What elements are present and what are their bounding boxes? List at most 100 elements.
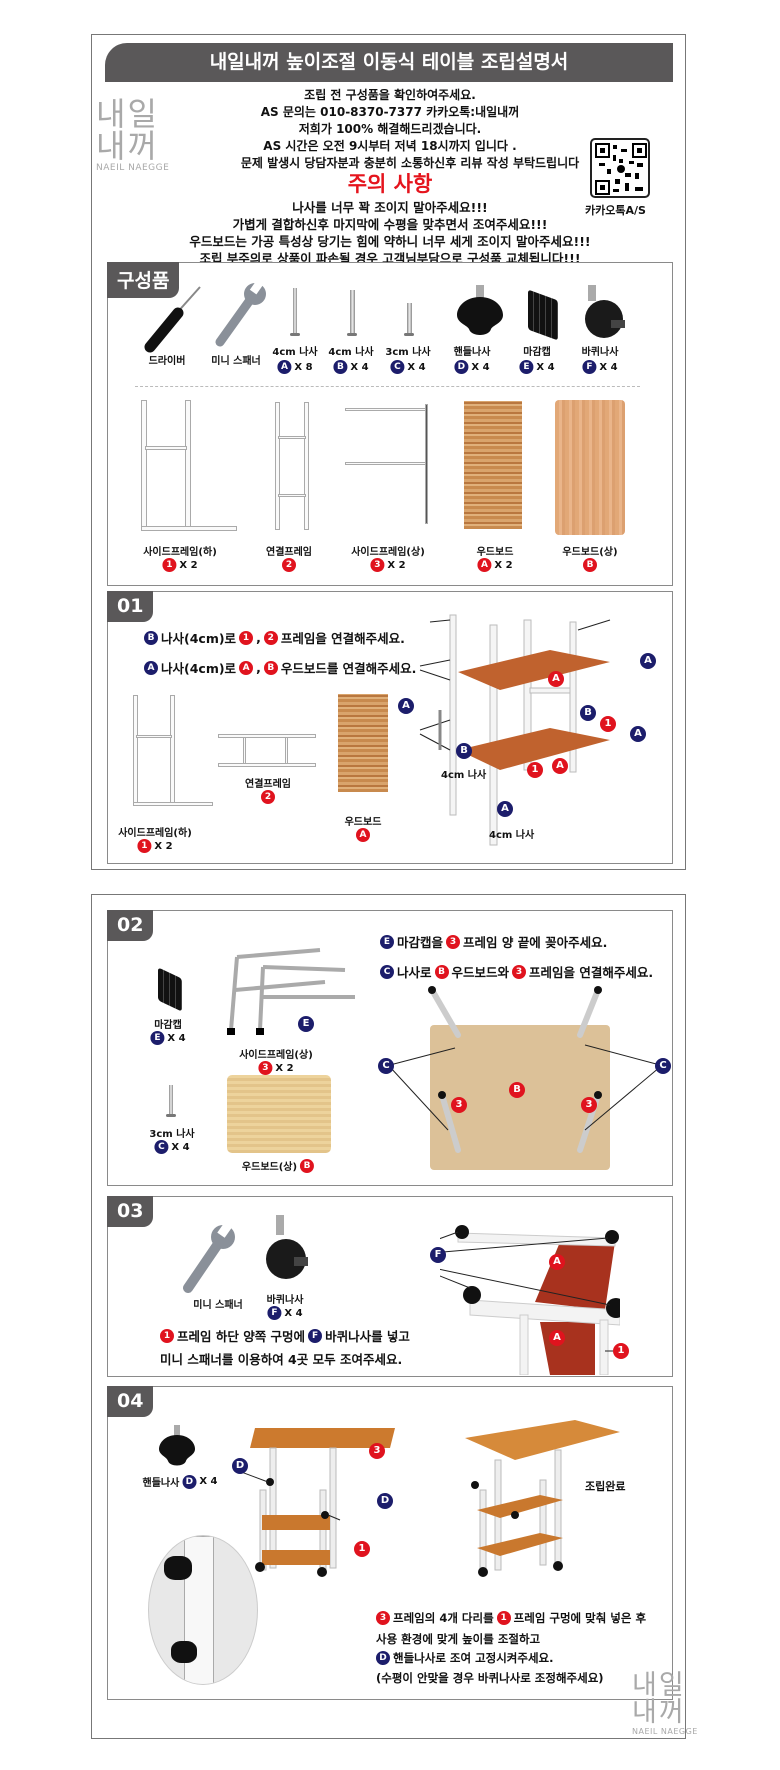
connect-frame-image bbox=[243, 737, 246, 764]
part-label: 연결프레임 bbox=[245, 779, 291, 790]
brand-logo: 내일 내꺼 NAEIL NAEGGE bbox=[96, 98, 169, 173]
badge: A bbox=[239, 660, 254, 675]
page-2-border bbox=[91, 894, 686, 1739]
badge: B bbox=[263, 660, 278, 675]
frame-qty: 2 bbox=[282, 558, 296, 572]
badge: 3 bbox=[370, 558, 385, 572]
badge: D bbox=[454, 360, 469, 374]
connect-frame-image bbox=[278, 494, 306, 497]
step-04-height-adjust-diagram bbox=[240, 1428, 395, 1577]
step-04-instruction: 사용 환경에 맞게 높이를 조절하고 bbox=[376, 1632, 541, 1646]
caution-title: 주의 사항 bbox=[347, 172, 433, 196]
assembled-table-diagram bbox=[465, 1420, 620, 1577]
connect-frame-image bbox=[285, 737, 288, 764]
intro-line: 문제 발생시 당담자분과 충분히 소통하신후 리뷰 작성 부탁드립니다 bbox=[240, 156, 580, 170]
qty: X 2 bbox=[387, 559, 406, 571]
qty: X 4 bbox=[199, 1476, 218, 1487]
badge: E bbox=[519, 360, 534, 374]
qty: X 4 bbox=[350, 361, 369, 373]
step-02-table-diagram bbox=[389, 986, 661, 1170]
caution-line: 나사를 너무 꽉 조이지 말아주세요!!! bbox=[292, 200, 488, 215]
frame-label: 사이드프레임(하) bbox=[143, 547, 217, 558]
callout-a: A bbox=[630, 726, 646, 742]
badge: D bbox=[376, 1651, 390, 1665]
qty: X 2 bbox=[154, 840, 173, 852]
qty: X 4 bbox=[167, 1032, 186, 1044]
badge: B bbox=[333, 360, 348, 374]
callout-a: A bbox=[497, 801, 513, 817]
qty: X 8 bbox=[294, 361, 313, 373]
wood-board-top-image bbox=[555, 400, 625, 535]
part-label: 3cm 나사 bbox=[149, 1129, 195, 1140]
callout-a: A bbox=[549, 1254, 565, 1270]
label: 우드보드(상) bbox=[241, 1162, 298, 1173]
badge: B bbox=[144, 630, 158, 645]
text: , bbox=[256, 630, 261, 645]
connect-frame-image bbox=[304, 402, 309, 530]
caster-wheel-icon bbox=[578, 285, 628, 340]
wood-board-image bbox=[338, 694, 388, 792]
badge: 2 bbox=[282, 558, 296, 572]
step-03-caster-diagram bbox=[440, 1225, 620, 1375]
side-frame-lower-image bbox=[185, 400, 191, 530]
text: 프레임 구멍에 맞춰 넣은 후 bbox=[513, 1611, 647, 1625]
step-04-instruction: (수평이 안맞을 경우 바퀴나사로 조정해주세요) bbox=[376, 1671, 604, 1685]
label: 핸들나사 bbox=[142, 1478, 180, 1489]
callout-c: C bbox=[378, 1058, 394, 1074]
callout-b: B bbox=[456, 743, 472, 759]
callout-1: 1 bbox=[527, 762, 543, 778]
callout-red-a: A bbox=[548, 671, 564, 687]
knob-shape bbox=[457, 285, 503, 335]
qty: X 2 bbox=[494, 559, 513, 571]
knob-shape bbox=[159, 1425, 195, 1466]
badge: E bbox=[380, 934, 394, 949]
badge: C bbox=[154, 1140, 169, 1154]
qty: X 2 bbox=[275, 1062, 294, 1074]
text: 프레임을 연결해주세요. bbox=[280, 631, 405, 646]
badge: 1 bbox=[239, 630, 254, 645]
qty: X 4 bbox=[536, 361, 555, 373]
side-frame-lower-image bbox=[141, 526, 237, 531]
qr-code[interactable] bbox=[590, 138, 650, 198]
step-03-instruction: 미니 스패너를 이용하여 4곳 모두 조여주세요. bbox=[160, 1352, 403, 1367]
screw-a-icon bbox=[290, 288, 300, 336]
badge: 1 bbox=[137, 839, 152, 853]
brand-logo-bottom: 내일 내꺼 NAEIL NAEGGE bbox=[632, 1672, 698, 1736]
frame-qty: B bbox=[583, 558, 597, 572]
text: 나사로 bbox=[397, 965, 432, 980]
side-frame-upper-image bbox=[227, 948, 355, 1035]
text: , bbox=[256, 660, 261, 675]
badge: 3 bbox=[446, 934, 461, 949]
wood-board-image bbox=[464, 401, 522, 529]
step-01-assembly-diagram bbox=[419, 614, 611, 846]
callout-c: C bbox=[655, 1058, 671, 1074]
callout-a: A bbox=[640, 653, 656, 669]
part-label: 마감캡 bbox=[154, 1020, 182, 1031]
connect-frame-image bbox=[218, 763, 316, 767]
badge: 2 bbox=[263, 630, 278, 645]
side-frame-lower-image bbox=[170, 695, 175, 805]
callout-f: F bbox=[430, 1247, 446, 1263]
badge: 3 bbox=[512, 964, 527, 979]
badge: D bbox=[182, 1474, 197, 1489]
text: 프레임을 연결해주세요. bbox=[529, 965, 654, 980]
side-frame-upper-image bbox=[345, 462, 427, 465]
hardware-label: 3cm 나사 bbox=[385, 347, 431, 358]
step-04-tab: 04 bbox=[107, 1386, 154, 1417]
screw-c-icon bbox=[166, 1085, 176, 1117]
badge: 1 bbox=[160, 1328, 174, 1343]
screw-label: 4cm 나사 bbox=[489, 830, 535, 841]
badge: B bbox=[434, 964, 449, 979]
callout-e: E bbox=[298, 1016, 314, 1032]
qty: X 4 bbox=[171, 1141, 190, 1153]
page-1-border bbox=[91, 34, 686, 870]
badge: A bbox=[277, 360, 292, 374]
qr-pattern-icon bbox=[595, 143, 647, 195]
